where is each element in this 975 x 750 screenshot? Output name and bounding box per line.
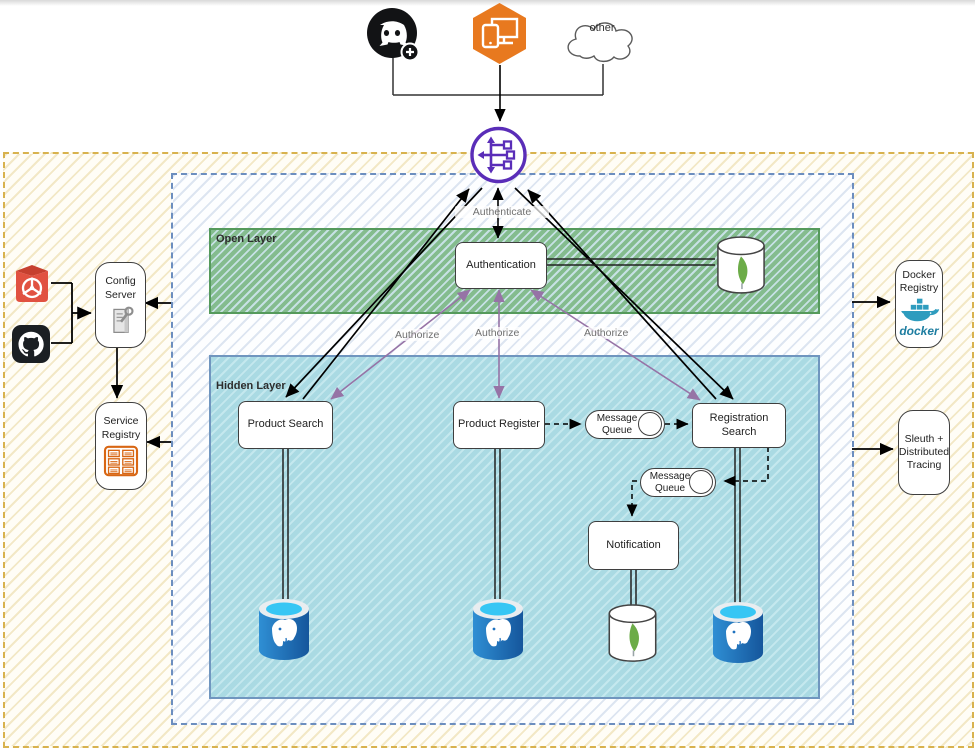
api-gateway-icon bbox=[470, 126, 527, 184]
registration-search-label: Registration Search bbox=[709, 411, 769, 438]
config-server: Config Server bbox=[95, 262, 146, 348]
docker-registry-label: Docker Registry bbox=[899, 268, 939, 294]
message-queue-2-label: Message Queue bbox=[649, 471, 691, 494]
client-devices-icon bbox=[473, 3, 526, 64]
hidden-layer-label: Hidden Layer bbox=[216, 380, 286, 392]
discord-icon bbox=[367, 8, 420, 62]
message-queue-1: Message Queue bbox=[585, 410, 665, 439]
service-registry-label: Service Registry bbox=[101, 415, 141, 441]
product-search-service: Product Search bbox=[238, 401, 333, 449]
github-icon bbox=[12, 325, 50, 363]
authentication-service: Authentication bbox=[455, 242, 547, 289]
queue-end-cap bbox=[689, 470, 713, 494]
docker-whale-icon bbox=[901, 298, 940, 322]
queue-end-cap bbox=[638, 412, 662, 436]
docker-wordmark: docker bbox=[899, 324, 939, 339]
notification-service: Notification bbox=[588, 521, 679, 570]
product-register-label: Product Register bbox=[458, 418, 540, 431]
sleuth-distributed-tracing: Sleuth + Distributed Tracing bbox=[898, 410, 950, 495]
cloud-other-label: other bbox=[589, 22, 615, 34]
config-server-label: Config Server bbox=[105, 275, 136, 301]
message-queue-2: Message Queue bbox=[640, 468, 716, 497]
top-shadow bbox=[0, 0, 975, 6]
message-queue-1-label: Message Queue bbox=[596, 413, 638, 436]
docker-registry: Docker Registry docker bbox=[895, 260, 943, 348]
postgresql-icon bbox=[713, 602, 763, 663]
sleuth-tracing-label: Sleuth + Distributed Tracing bbox=[898, 432, 950, 472]
authorize-label-2: Authorize bbox=[473, 327, 522, 339]
authenticate-label: Authenticate bbox=[455, 206, 549, 218]
mongodb-icon bbox=[608, 604, 657, 662]
product-register-service: Product Register bbox=[453, 401, 545, 449]
plus-badge-icon bbox=[400, 42, 420, 62]
postgresql-icon bbox=[259, 599, 309, 660]
open-layer-label: Open Layer bbox=[216, 233, 277, 245]
registration-search-service: Registration Search bbox=[692, 403, 786, 448]
server-wrench-icon bbox=[112, 306, 134, 333]
authorize-label-3: Authorize bbox=[582, 327, 631, 339]
product-search-label: Product Search bbox=[247, 418, 324, 431]
mongodb-icon bbox=[717, 236, 765, 294]
registry-grid-icon bbox=[103, 445, 139, 476]
notification-label: Notification bbox=[606, 538, 661, 551]
postgresql-icon bbox=[473, 599, 523, 660]
cloud-shape: other bbox=[558, 8, 646, 66]
service-registry: Service Registry bbox=[95, 402, 147, 490]
authentication-label: Authentication bbox=[466, 258, 536, 271]
repo-cube-icon bbox=[16, 265, 48, 302]
authorize-label-1: Authorize bbox=[393, 329, 442, 341]
